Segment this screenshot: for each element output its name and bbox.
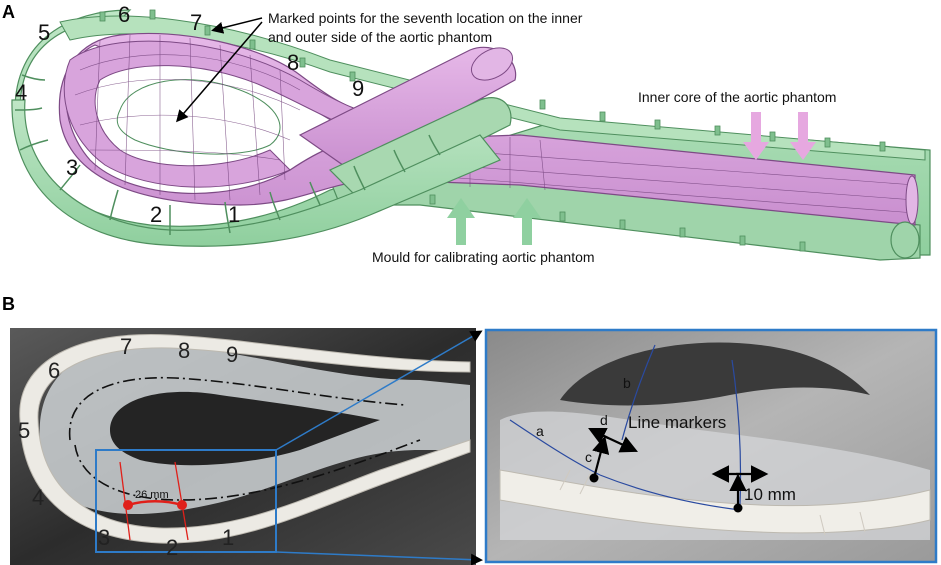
panel-b-label-5: 5 [18, 418, 30, 443]
inset-arrow-d-right [603, 435, 638, 453]
panel-a: A [2, 2, 931, 265]
panel-a-label-3: 3 [66, 155, 78, 180]
panel-a-label-9: 9 [352, 76, 364, 101]
panel-a-label-1: 1 [228, 202, 240, 227]
mould-branch [328, 97, 512, 201]
inset-region-box [95, 449, 277, 553]
annotation-marked-points-line2: and outer side of the aortic phantom [268, 29, 492, 45]
panel-b: B 26 mm 1 2 3 4 5 6 7 8 9 [2, 294, 938, 565]
annotation-marked-points-line1: Marked points for the seventh location o… [268, 10, 583, 26]
arrow-to-inner-point [176, 21, 263, 123]
mould-tabs [99, 9, 886, 252]
panel-a-label-6: 6 [118, 2, 130, 27]
inset-mould-edge [499, 469, 931, 534]
measure-label: 26 mm [135, 489, 169, 501]
inset-label-d: d [600, 412, 608, 428]
phantom-inner-hole [110, 391, 380, 466]
zoom-line-top [275, 330, 483, 451]
red-marker-right [177, 500, 187, 510]
panel-a-letter: A [2, 2, 15, 22]
panel-a-label-8: 8 [287, 50, 299, 75]
mould-right-end [890, 221, 920, 259]
panel-b-label-2: 2 [166, 535, 178, 560]
inner-core-branch-end [470, 47, 514, 81]
centerline-outer [68, 376, 406, 441]
arrow-to-outer-point [211, 17, 263, 34]
annotation-inner-core: Inner core of the aortic phantom [638, 89, 836, 105]
panel-a-label-2: 2 [150, 202, 162, 227]
line-marker-curve [599, 474, 741, 511]
green-arrow-icon [447, 198, 541, 245]
inset-label-scale: 10 mm [744, 485, 796, 504]
centerline-inner [74, 439, 421, 501]
inner-core-arch [63, 40, 366, 188]
annotation-mould: Mould for calibrating aortic phantom [372, 249, 595, 265]
panel-b-label-4: 4 [32, 485, 44, 510]
panel-b-label-3: 3 [98, 525, 110, 550]
panel-b-label-1: 1 [222, 525, 234, 550]
panel-a-label-5: 5 [38, 20, 50, 45]
white-mould-frame [19, 333, 471, 544]
mould-front-arc [11, 99, 501, 247]
panel-b-label-7: 7 [120, 334, 132, 359]
zoom-line-bottom [275, 551, 483, 565]
inset-label-b: b [623, 375, 631, 391]
panel-b-label-6: 6 [48, 358, 60, 383]
mould-ribs [14, 74, 441, 235]
inset-arrow-c [592, 435, 610, 479]
inner-core-right-end [905, 175, 919, 225]
line-marker-a [509, 419, 601, 476]
inset-label-a: a [536, 423, 544, 439]
line-marker-b [621, 344, 656, 441]
red-marker-left [123, 500, 133, 510]
panel-b-label-8: 8 [178, 338, 190, 363]
inset-ridges [559, 469, 866, 536]
inset-label-line-markers: Line markers [628, 413, 726, 432]
panel-a-label-7: 7 [190, 10, 202, 35]
panel-a-label-4: 4 [15, 80, 27, 105]
inset-label-c: c [585, 449, 592, 465]
panel-b-letter: B [2, 294, 15, 314]
panel-b-label-9: 9 [226, 342, 238, 367]
pink-arrow-icon [743, 112, 816, 160]
